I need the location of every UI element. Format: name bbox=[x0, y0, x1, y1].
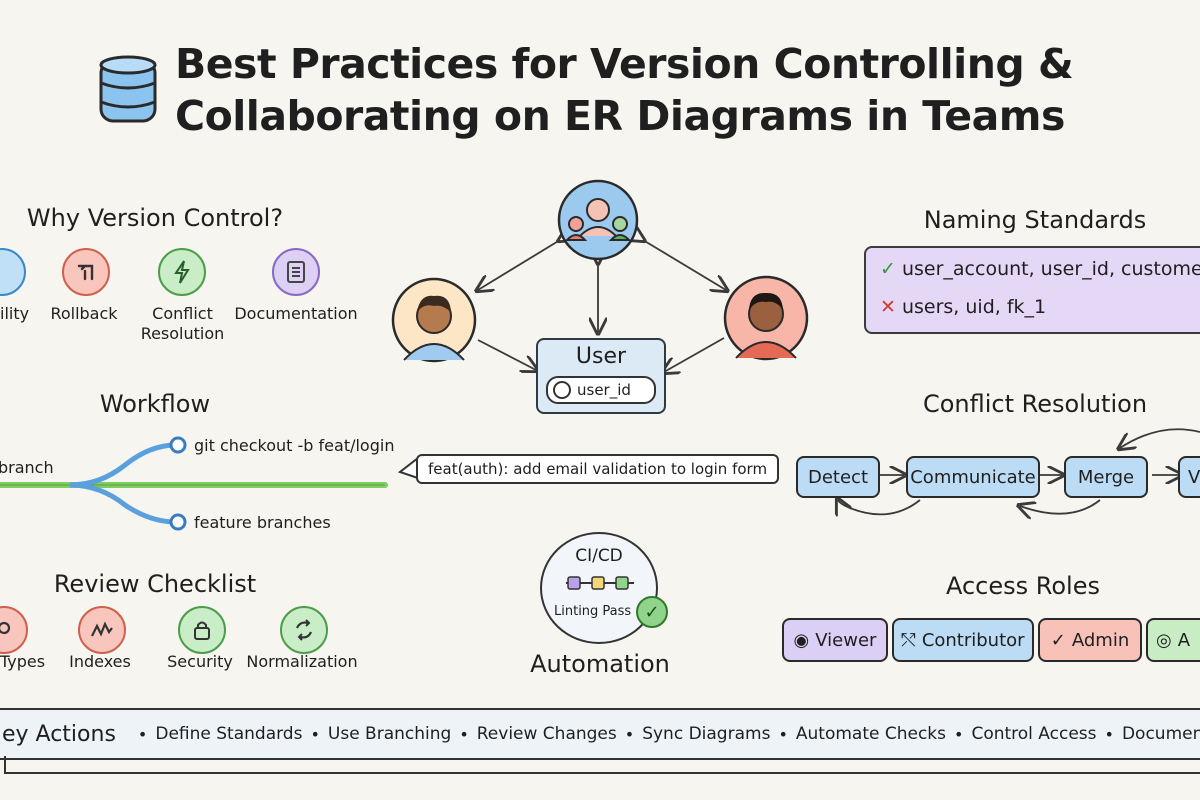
check-icon: ✓ bbox=[880, 258, 896, 280]
chart-icon bbox=[78, 606, 126, 654]
title-line-2: Collaborating on ER Diagrams in Teams bbox=[175, 92, 1065, 140]
check-icon: ✓ bbox=[1050, 629, 1066, 651]
speech-pointer bbox=[398, 457, 418, 479]
why-item-label: Rollback bbox=[50, 304, 118, 323]
target-icon: ◎ bbox=[1156, 629, 1172, 651]
review-item-label: Indexes bbox=[69, 652, 131, 671]
refresh-icon bbox=[280, 606, 328, 654]
role-admin[interactable]: ✓Admin bbox=[1038, 618, 1142, 662]
action-item: Define Standards bbox=[155, 724, 303, 744]
action-item: Use Branching bbox=[327, 724, 452, 744]
workflow-heading: Workflow bbox=[99, 390, 211, 418]
checkout-command: git checkout -b feat/login bbox=[194, 436, 395, 455]
role-contributor[interactable]: ⤲Contributor bbox=[892, 618, 1034, 662]
branch-icon: ⤲ bbox=[901, 629, 916, 651]
user-avatar-right bbox=[722, 274, 810, 362]
bullet: • bbox=[778, 724, 788, 744]
lightning-icon bbox=[158, 248, 206, 296]
why-item-label: Conflict Resolution bbox=[140, 304, 225, 343]
bullet: • bbox=[310, 724, 320, 744]
eye-icon: ◉ bbox=[793, 629, 810, 651]
entity-field[interactable]: user_id bbox=[546, 376, 656, 404]
key-icon bbox=[553, 381, 571, 399]
conflict-step-communicate[interactable]: Communicate bbox=[906, 456, 1040, 498]
commit-message: feat(auth): add email validation to logi… bbox=[398, 452, 780, 486]
bullet: • bbox=[459, 724, 469, 744]
page-title: Best Practices for Version Controlling &… bbox=[175, 38, 1135, 142]
conflict-step-merge[interactable]: Merge bbox=[1064, 456, 1148, 498]
review-heading: Review Checklist bbox=[53, 570, 257, 598]
ci-cd-badge: CI/CD Linting Pass bbox=[540, 532, 658, 644]
team-avatar bbox=[556, 178, 640, 262]
pipeline-icon bbox=[566, 576, 634, 590]
rollback-icon bbox=[62, 248, 110, 296]
naming-bad: users, uid, fk_1 bbox=[901, 296, 1047, 318]
role-viewer-label: Viewer bbox=[815, 629, 877, 651]
bar-stand bbox=[4, 756, 1200, 774]
role-contributor-label: Contributor bbox=[921, 629, 1025, 651]
commit-message-text: feat(auth): add email validation to logi… bbox=[416, 454, 780, 484]
role-admin-label: Admin bbox=[1071, 629, 1130, 651]
conflict-step-validate[interactable]: V bbox=[1178, 456, 1200, 498]
branch-diagram bbox=[0, 436, 388, 531]
bullet: • bbox=[1104, 724, 1114, 744]
action-item: Review Changes bbox=[476, 724, 617, 744]
roles-heading: Access Roles bbox=[945, 572, 1100, 600]
naming-good: user_account, user_id, customer_ bbox=[901, 258, 1200, 280]
linting-label: Linting Pass bbox=[554, 604, 632, 619]
key-actions-bar: ey Actions • Define Standards • Use Branch… bbox=[0, 708, 1200, 760]
why-heading: Why Version Control? bbox=[26, 204, 284, 232]
naming-heading: Naming Standards bbox=[923, 206, 1147, 234]
review-item-label: Security bbox=[167, 652, 233, 671]
lock-icon bbox=[178, 606, 226, 654]
entity-field-label: user_id bbox=[577, 381, 631, 399]
title-line-1: Best Practices for Version Controlling & bbox=[175, 40, 1074, 88]
user-avatar-left bbox=[390, 276, 478, 364]
ci-cd-label: CI/CD bbox=[575, 546, 623, 566]
why-item-label: ility bbox=[0, 304, 30, 323]
action-item: Control Access bbox=[971, 724, 1097, 744]
role-approver[interactable]: ◎A bbox=[1146, 618, 1200, 662]
cross-icon: ✕ bbox=[880, 296, 896, 318]
document-icon bbox=[272, 248, 320, 296]
review-item-label: Normalization bbox=[246, 652, 358, 671]
action-item: Automate Checks bbox=[795, 724, 947, 744]
conflict-arrows bbox=[780, 428, 1200, 530]
bullet: • bbox=[954, 724, 964, 744]
main-branch-label: branch bbox=[0, 458, 54, 477]
conflict-step-detect[interactable]: Detect bbox=[796, 456, 880, 498]
bullet: • bbox=[624, 724, 635, 744]
conflict-heading: Conflict Resolution bbox=[922, 390, 1148, 418]
naming-card: ✓ user_account, user_id, customer_ ✕ use… bbox=[864, 246, 1200, 334]
feature-branches-label: feature branches bbox=[194, 513, 331, 532]
review-item-label: Types bbox=[0, 652, 46, 671]
action-item: Sync Diagrams bbox=[642, 724, 771, 744]
user-entity[interactable]: User user_id bbox=[536, 338, 666, 414]
automation-heading: Automation bbox=[530, 650, 670, 678]
action-item: Document Decisio bbox=[1121, 724, 1200, 744]
entity-title: User bbox=[575, 344, 627, 369]
role-viewer[interactable]: ◉Viewer bbox=[782, 618, 888, 662]
key-actions-heading: ey Actions bbox=[2, 721, 116, 747]
why-item-label: Documentation bbox=[234, 304, 358, 323]
bullet: • bbox=[137, 724, 148, 744]
check-circle-icon: ✓ bbox=[636, 596, 668, 628]
database-icon bbox=[98, 55, 158, 127]
role-approver-label: A bbox=[1177, 629, 1191, 651]
